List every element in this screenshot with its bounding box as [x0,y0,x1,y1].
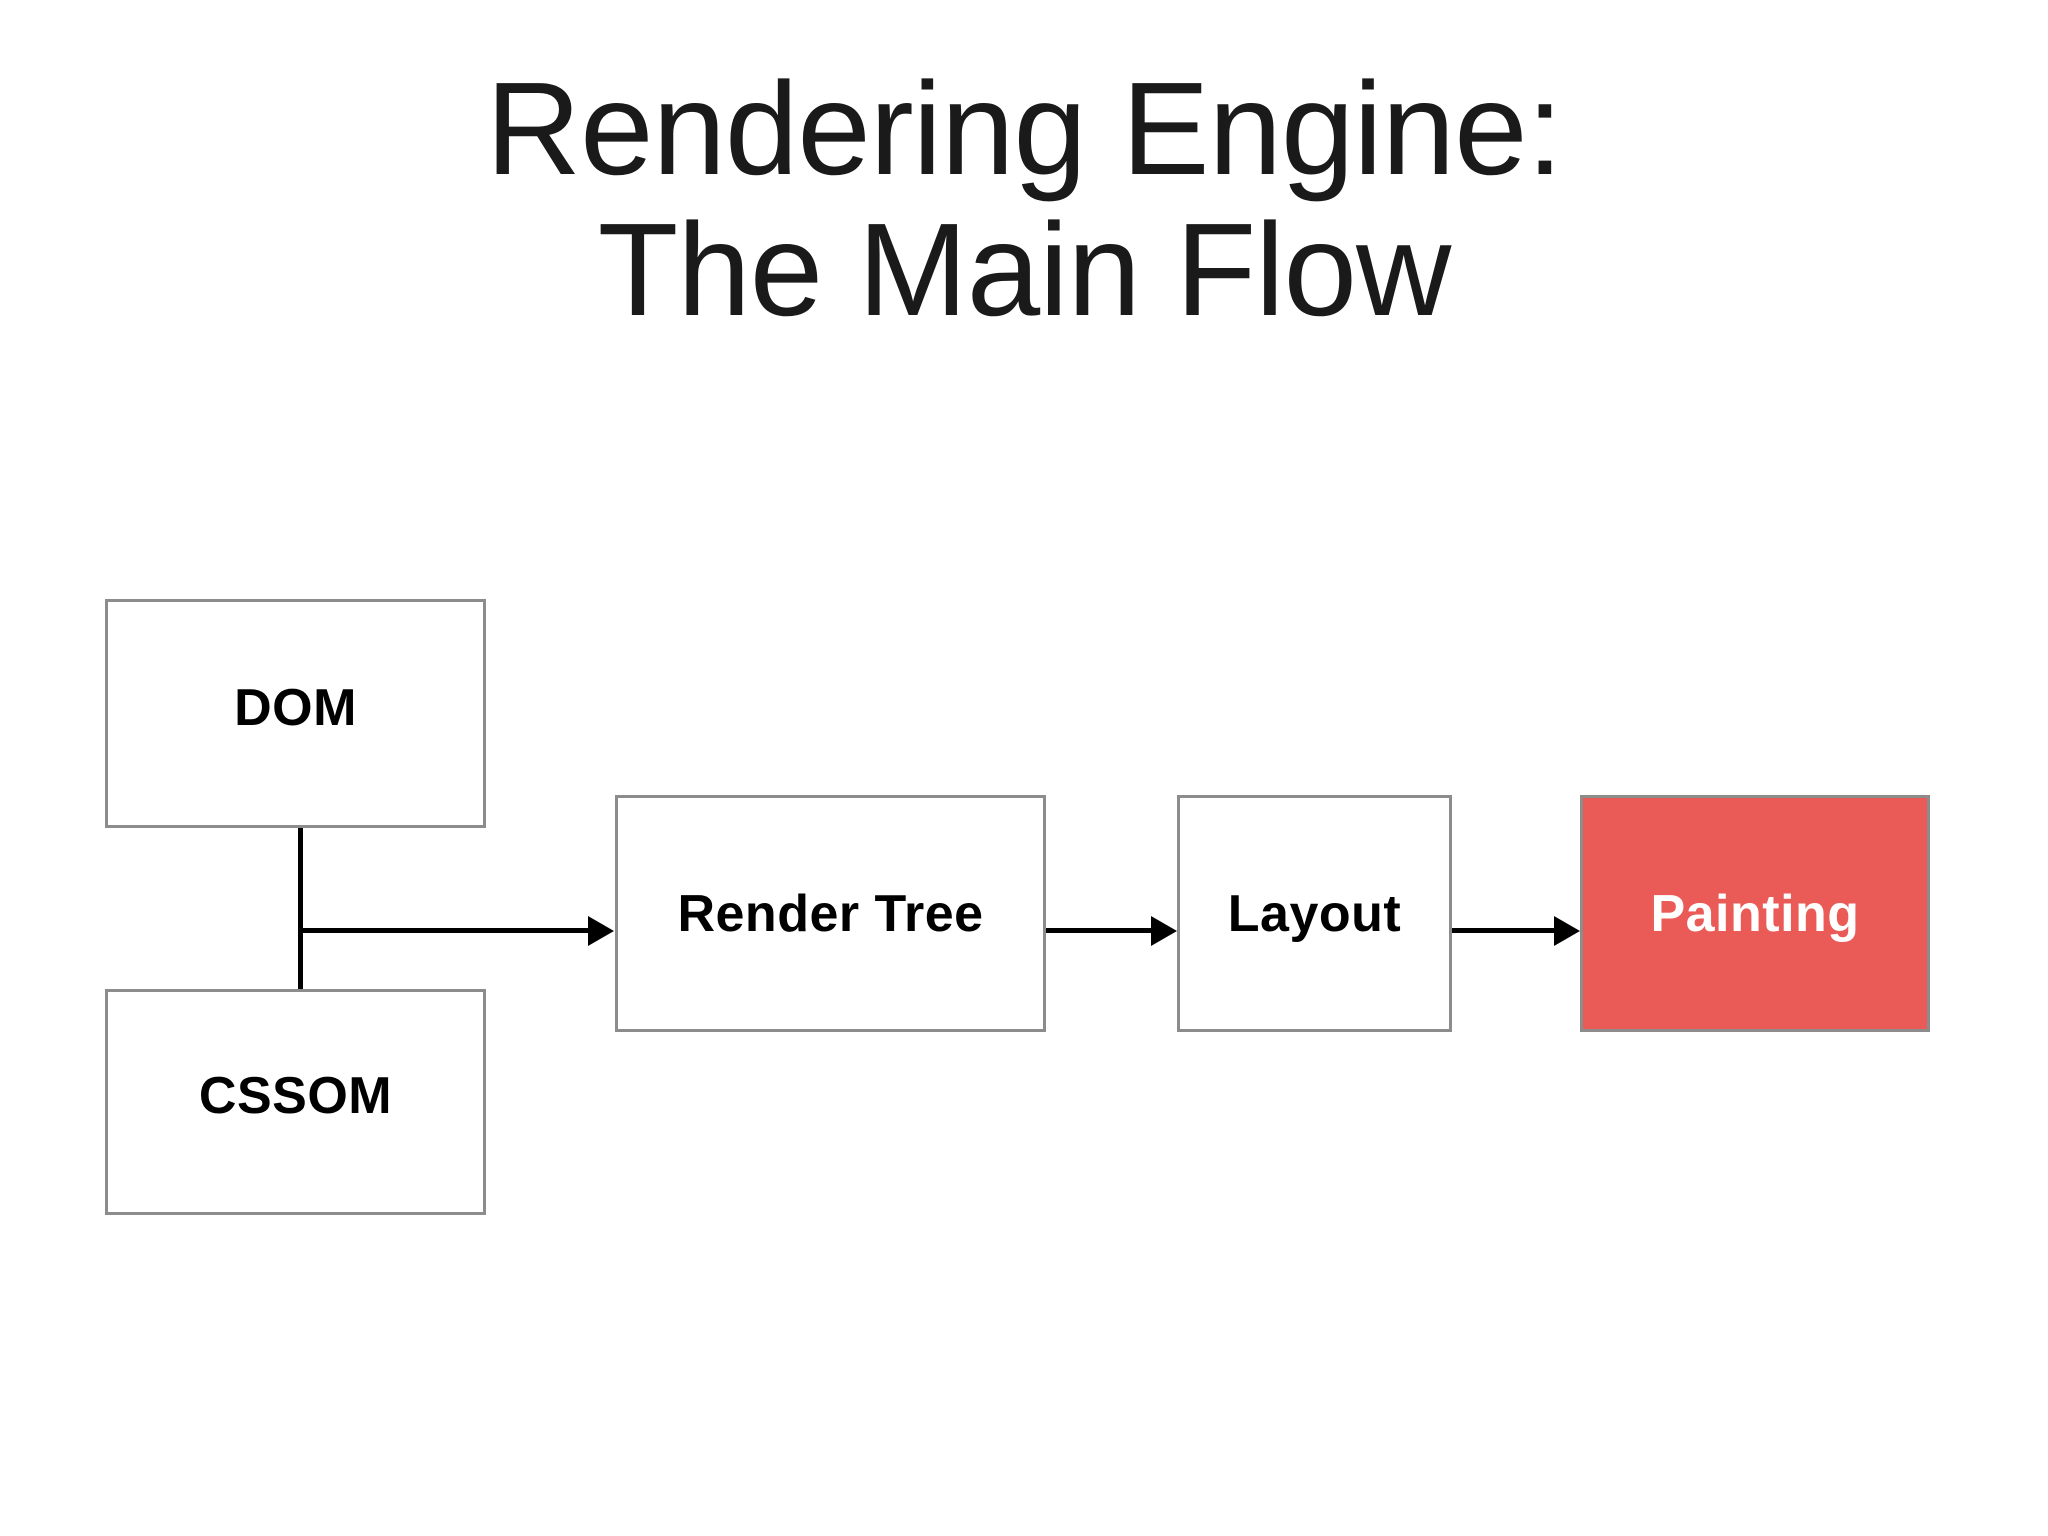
connector-dom-cssom-trunk [298,828,303,989]
title-line-1: Rendering Engine: [485,55,1563,202]
diagram-node-layout[interactable]: Layout [1177,795,1452,1032]
connector-layout-to-painting [1452,928,1554,933]
diagram-node-render-tree[interactable]: Render Tree [615,795,1046,1032]
connector-render-tree-to-layout [1046,928,1151,933]
diagram-node-render-tree-label: Render Tree [677,884,984,943]
arrowhead-to-render-tree-icon [588,916,614,946]
page-title: Rendering Engine: The Main Flow [0,55,2048,343]
diagram-node-cssom[interactable]: CSSOM [105,989,486,1215]
arrowhead-to-layout-icon [1151,916,1177,946]
diagram-node-cssom-label: CSSOM [198,1067,393,1125]
arrowhead-to-painting-icon [1554,916,1580,946]
connector-to-render-tree [298,928,588,933]
diagram-node-dom[interactable]: DOM [105,599,486,828]
title-line-2: The Main Flow [597,195,1452,343]
diagram-node-layout-label: Layout [1227,884,1402,943]
diagram-node-painting[interactable]: Painting [1580,795,1930,1032]
diagram-node-dom-label: DOM [234,678,357,737]
diagram-node-painting-label: Painting [1650,884,1860,943]
